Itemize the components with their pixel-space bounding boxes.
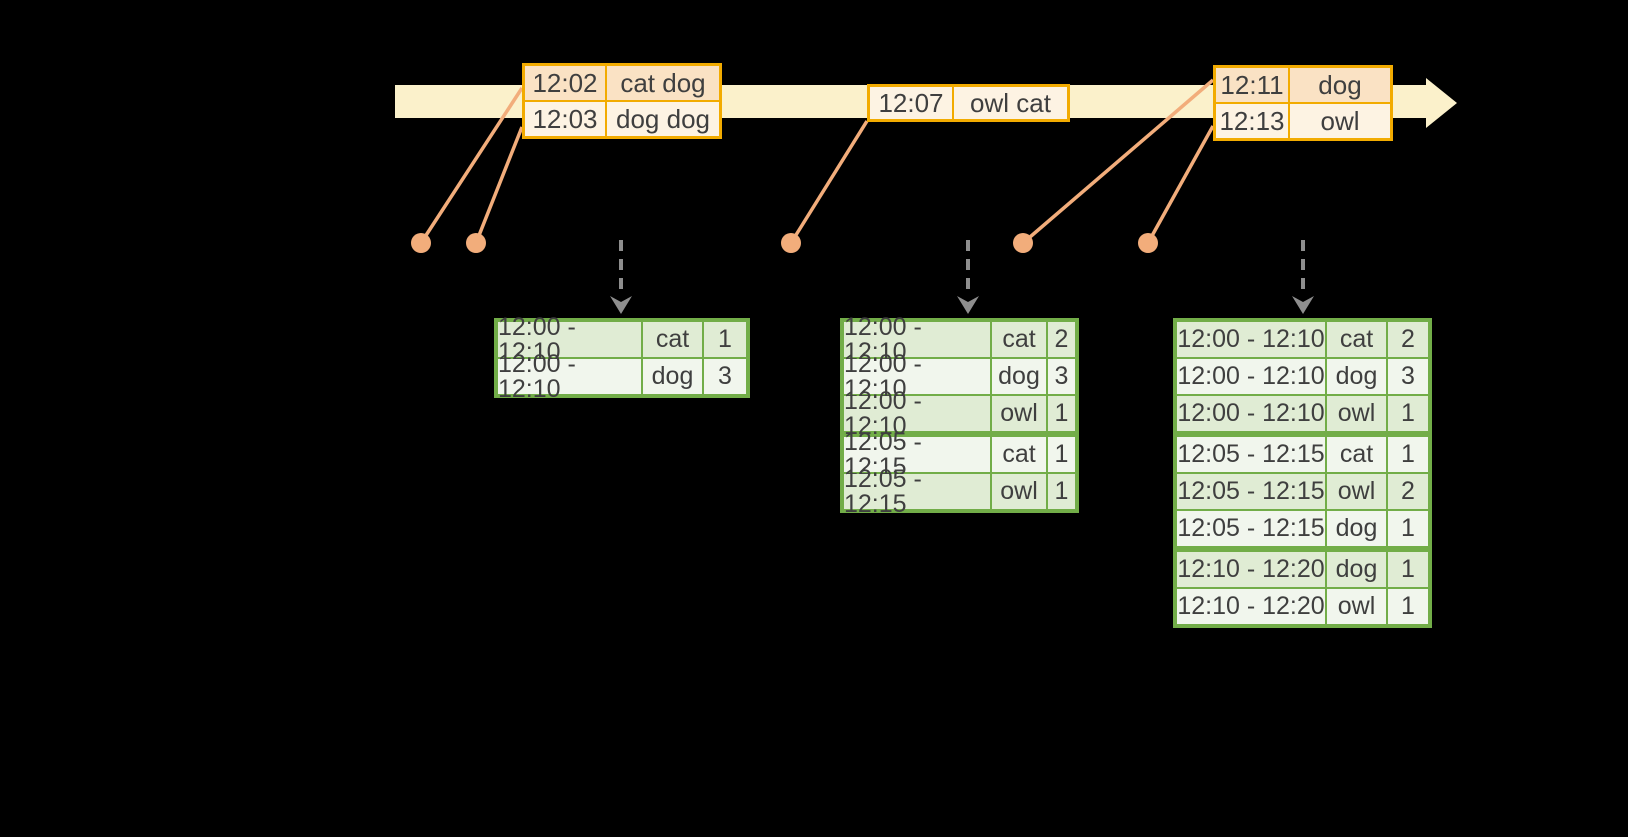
event-dot-icon [1013, 233, 1033, 253]
count-cell: 1 [1048, 474, 1075, 509]
word-cell: dog [1327, 552, 1386, 587]
arrowhead-down-icon [610, 296, 632, 314]
word-cell: cat [643, 322, 702, 357]
count-cell: 1 [1388, 396, 1428, 431]
table-row: 12:00 - 12:10 cat 2 [844, 314, 1075, 364]
table-row: 12:05 - 12:15 owl 1 [844, 466, 1075, 516]
word-cell: owl [992, 474, 1046, 509]
window-cell: 12:00 - 12:10 [844, 351, 990, 401]
result-table-1: 12:00 - 12:10 cat 1 12:00 - 12:10 dog 3 [494, 314, 750, 401]
table-row: 12:00 - 12:10 owl 1 [1177, 396, 1428, 431]
event-time-cell: 12:03 [525, 102, 605, 136]
window-cell: 12:05 - 12:15 [1177, 511, 1325, 546]
window-cell: 12:00 - 12:10 [1177, 322, 1325, 357]
window-cell: 12:00 - 12:10 [844, 314, 990, 364]
input-records-box-3: 12:11 dog 12:13 owl [1213, 65, 1393, 141]
word-cell: dog [1327, 359, 1386, 394]
count-cell: 1 [1048, 396, 1075, 431]
count-cell: 3 [1048, 359, 1075, 394]
table-row: 12:05 - 12:15 cat 1 [1177, 437, 1428, 472]
count-cell: 2 [1048, 322, 1075, 357]
count-cell: 1 [1388, 437, 1428, 472]
event-time-cell: 12:13 [1216, 104, 1288, 138]
input-records-box-2: 12:07 owl cat [867, 84, 1070, 122]
event-time-cell: 12:07 [870, 87, 952, 119]
count-cell: 1 [1388, 511, 1428, 546]
word-cell: cat [992, 437, 1046, 472]
word-cell: dog [643, 359, 702, 394]
window-cell: 12:05 - 12:15 [844, 429, 990, 479]
count-cell: 1 [1388, 589, 1428, 624]
count-cell: 2 [1388, 322, 1428, 357]
table-row: 12:10 - 12:20 dog 1 [1177, 552, 1428, 587]
event-time-cell: 12:11 [1216, 68, 1288, 102]
window-cell: 12:05 - 12:15 [1177, 437, 1325, 472]
word-cell: owl [1327, 474, 1386, 509]
table-row: 12:00 - 12:10 dog 3 [498, 351, 746, 401]
arrowhead-down-icon [1292, 296, 1314, 314]
connector-line-1203 [474, 126, 524, 244]
connector-line-1213 [1146, 125, 1215, 244]
event-dot-icon [1138, 233, 1158, 253]
word-cell: owl [1327, 396, 1386, 431]
table-row: 12:00 - 12:10 owl 1 [844, 388, 1075, 438]
event-dots [411, 233, 1158, 253]
table-row: 12:00 - 12:10 dog 3 [1177, 359, 1428, 394]
input-records-box-1: 12:02 cat dog 12:03 dog dog [522, 63, 722, 139]
result-table-2: 12:00 - 12:10 cat 2 12:00 - 12:10 dog 3 … [840, 314, 1079, 516]
window-cell: 12:00 - 12:10 [1177, 396, 1325, 431]
window-cell: 12:10 - 12:20 [1177, 552, 1325, 587]
table-row: 12:00 - 12:10 cat 2 [1177, 322, 1428, 357]
count-cell: 1 [704, 322, 746, 357]
window-cell: 12:05 - 12:15 [844, 466, 990, 516]
event-time-cell: 12:02 [525, 66, 605, 100]
table-row: 12:05 - 12:15 owl 2 [1177, 474, 1428, 509]
table-row: 12:10 - 12:20 owl 1 [1177, 589, 1428, 624]
count-cell: 3 [1388, 359, 1428, 394]
count-cell: 2 [1388, 474, 1428, 509]
word-cell: cat [992, 322, 1046, 357]
event-connector-lines [419, 78, 1215, 245]
word-cell: dog [1327, 511, 1386, 546]
word-cell: dog [992, 359, 1046, 394]
word-cell: cat [1327, 322, 1386, 357]
window-cell: 12:00 - 12:10 [498, 351, 641, 401]
connector-line-1211 [1021, 78, 1215, 245]
count-cell: 1 [1388, 552, 1428, 587]
word-cell: owl [1327, 589, 1386, 624]
table-row: 12:05 - 12:15 cat 1 [844, 429, 1075, 479]
connector-line-1202 [419, 87, 524, 244]
trigger-arrowheads [610, 296, 1314, 314]
window-cell: 12:10 - 12:20 [1177, 589, 1325, 624]
result-table-3: 12:00 - 12:10 cat 2 12:00 - 12:10 dog 3 … [1173, 318, 1432, 628]
event-words-cell: owl [1290, 104, 1390, 138]
event-dot-icon [466, 233, 486, 253]
count-cell: 3 [704, 359, 746, 394]
trigger-arrows [619, 240, 1305, 295]
table-row: 12:05 - 12:15 dog 1 [1177, 511, 1428, 546]
event-dot-icon [781, 233, 801, 253]
window-cell: 12:05 - 12:15 [1177, 474, 1325, 509]
connector-line-1207 [789, 120, 869, 244]
count-cell: 1 [1048, 437, 1075, 472]
window-cell: 12:00 - 12:10 [1177, 359, 1325, 394]
arrowhead-down-icon [957, 296, 979, 314]
window-cell: 12:00 - 12:10 [844, 388, 990, 438]
event-words-cell: dog [1290, 68, 1390, 102]
word-cell: owl [992, 396, 1046, 431]
event-words-cell: owl cat [954, 87, 1067, 119]
word-cell: cat [1327, 437, 1386, 472]
event-dot-icon [411, 233, 431, 253]
timeline-arrowhead-icon [1426, 78, 1457, 128]
table-row: 12:00 - 12:10 dog 3 [844, 351, 1075, 401]
event-words-cell: dog dog [607, 102, 719, 136]
event-words-cell: cat dog [607, 66, 719, 100]
